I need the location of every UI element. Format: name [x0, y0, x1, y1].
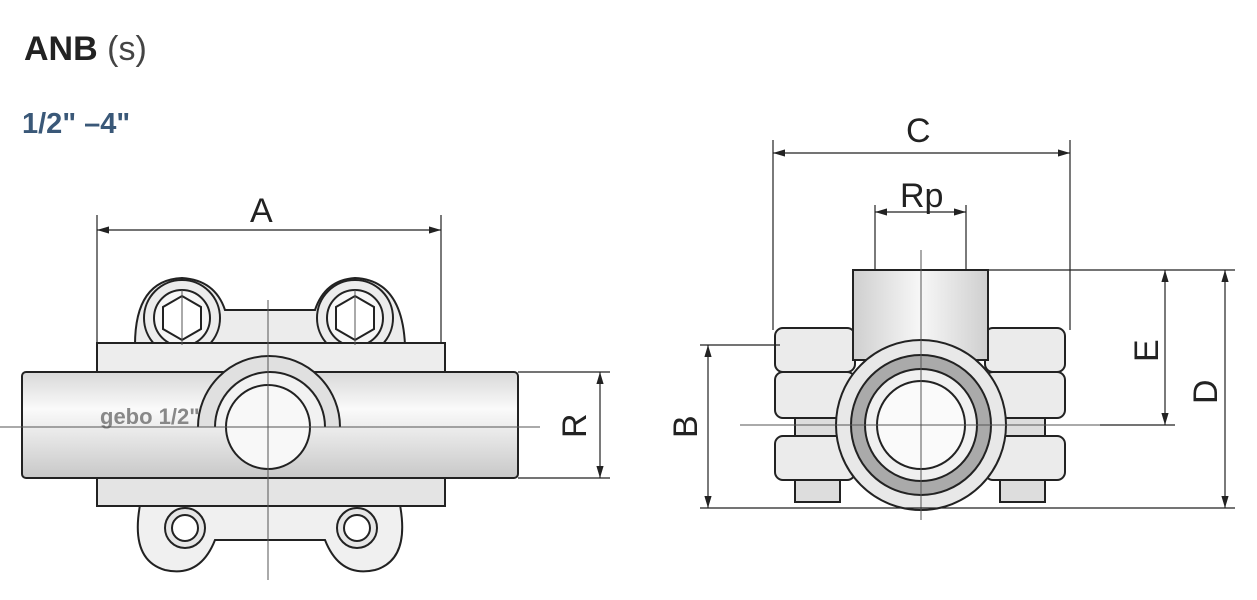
dimension-E: E [1128, 339, 1166, 362]
bottom-plate [96, 477, 446, 507]
top-bolts [133, 276, 407, 357]
dimension-R: R [556, 413, 594, 438]
dimension-A: A [250, 192, 273, 230]
dimension-B: B [667, 415, 705, 438]
product-name: ANB [24, 30, 98, 68]
front-view: gebo 1/2" [0, 215, 610, 580]
threads [794, 417, 1046, 503]
dimension-C: C [906, 112, 931, 150]
product-variant: (s) [107, 30, 147, 68]
embossed-brand: gebo 1/2" [100, 404, 200, 429]
dimension-D: D [1187, 379, 1225, 404]
product-title: ANB (s) [24, 30, 147, 69]
bottom-lugs [136, 504, 404, 573]
side-view [700, 140, 1235, 520]
size-range: 1/2" –4" [22, 108, 131, 140]
side-lugs [774, 327, 1066, 481]
dimension-Rp: Rp [900, 177, 943, 215]
